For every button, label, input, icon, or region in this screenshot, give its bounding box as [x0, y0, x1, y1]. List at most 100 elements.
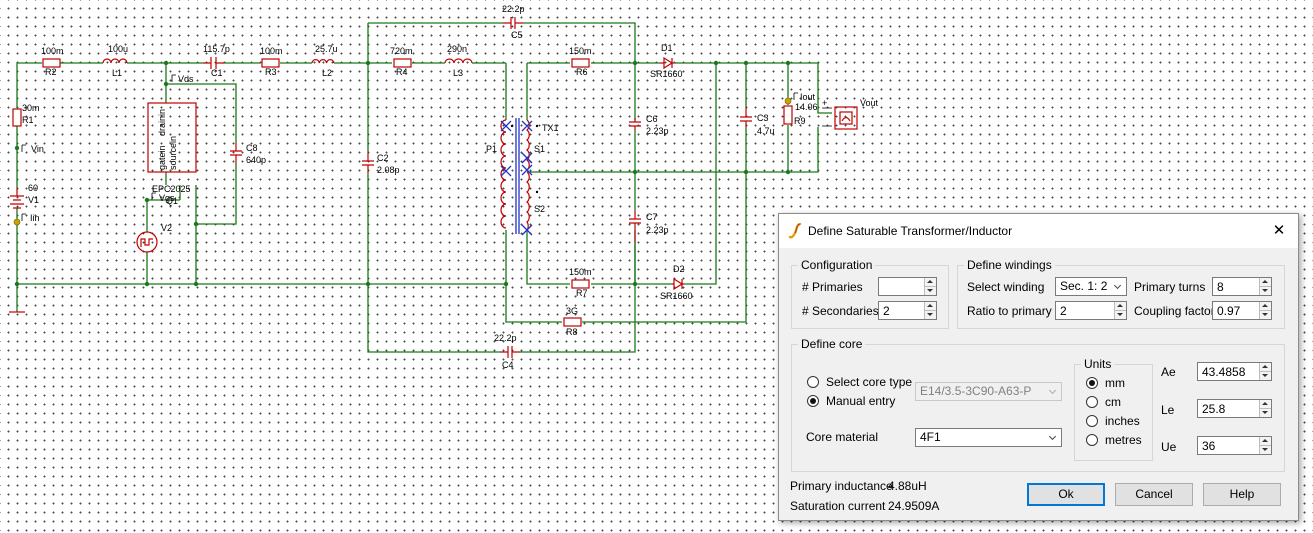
- probe-vgs[interactable]: Vgs: [151, 192, 175, 203]
- close-icon[interactable]: ✕: [1272, 222, 1286, 239]
- le-up-icon[interactable]: [1259, 400, 1271, 409]
- secondaries-down-icon[interactable]: [924, 311, 936, 319]
- chevron-down-icon[interactable]: [1045, 383, 1061, 400]
- dialog-titlebar[interactable]: Define Saturable Transformer/Inductor ✕: [779, 214, 1298, 248]
- core-type-value: E14/3.5-3C90-A63-P: [920, 384, 1032, 398]
- capacitor-c8[interactable]: C8 640p: [230, 143, 266, 165]
- diode-d2[interactable]: D2 SR1660: [660, 264, 693, 301]
- unit-mm-radio[interactable]: [1086, 377, 1098, 389]
- r7-value: 150m: [569, 267, 592, 277]
- primary-turns-up-icon[interactable]: [1259, 278, 1271, 287]
- ue-up-icon[interactable]: [1259, 437, 1271, 446]
- probe-iout[interactable]: Iout 14.06: [784, 92, 818, 112]
- capacitor-c3[interactable]: C3 4.7u: [740, 107, 775, 136]
- primaries-down-icon[interactable]: [924, 287, 936, 295]
- inductor-l3[interactable]: 290n L3: [444, 44, 473, 78]
- coupling-down-icon[interactable]: [1259, 311, 1271, 319]
- manual-entry-radio[interactable]: [807, 395, 819, 407]
- define-windings-group-label: Define windings: [964, 258, 1055, 272]
- secondaries-stepper[interactable]: [878, 301, 937, 320]
- primaries-stepper[interactable]: [878, 277, 937, 296]
- coupling-up-icon[interactable]: [1259, 302, 1271, 311]
- core-type-dropdown[interactable]: E14/3.5-3C90-A63-P: [915, 382, 1062, 401]
- select-core-type-radio[interactable]: [807, 376, 819, 388]
- ratio-up-icon[interactable]: [1114, 302, 1126, 311]
- coupling-factor-stepper[interactable]: [1212, 301, 1272, 320]
- unit-cm-label[interactable]: cm: [1105, 395, 1121, 409]
- inductor-l1[interactable]: 100u L1: [102, 44, 128, 78]
- unit-inches-label[interactable]: inches: [1105, 414, 1140, 428]
- voltage-source-v1[interactable]: 60 V1: [10, 183, 39, 209]
- help-button[interactable]: Help: [1203, 483, 1281, 506]
- primary-turns-input[interactable]: [1214, 279, 1259, 294]
- manual-entry-label[interactable]: Manual entry: [826, 394, 896, 408]
- capacitor-c7[interactable]: C7 2.23p: [629, 210, 669, 242]
- capacitor-c4[interactable]: 22.2p C4: [494, 333, 520, 370]
- pulse-source-v2[interactable]: V2: [136, 223, 172, 253]
- c6-label: C6: [646, 114, 658, 124]
- resistor-r7[interactable]: 150m R7: [569, 267, 592, 298]
- le-input[interactable]: [1199, 401, 1259, 416]
- primary-turns-down-icon[interactable]: [1259, 287, 1271, 295]
- secondaries-up-icon[interactable]: [924, 302, 936, 311]
- diode-d1[interactable]: D1 SR1660: [650, 43, 683, 79]
- ae-down-icon[interactable]: [1259, 372, 1271, 380]
- ratio-input[interactable]: [1057, 303, 1114, 318]
- ue-input[interactable]: [1199, 438, 1259, 453]
- cancel-button[interactable]: Cancel: [1115, 483, 1193, 506]
- ae-stepper[interactable]: [1197, 362, 1272, 381]
- unit-metres-radio[interactable]: [1086, 434, 1098, 446]
- primaries-up-icon[interactable]: [924, 278, 936, 287]
- resistor-r8[interactable]: 3G R8: [563, 306, 582, 337]
- resistor-r1[interactable]: 30m R1: [12, 103, 40, 127]
- primary-inductance-label: Primary inductance: [790, 479, 893, 493]
- c1-label: C1: [211, 68, 223, 78]
- coupling-factor-input[interactable]: [1214, 303, 1259, 318]
- probe-vout[interactable]: + Vout: [822, 98, 879, 130]
- probe-vds[interactable]: Vds: [171, 74, 194, 84]
- ratio-stepper[interactable]: [1055, 301, 1127, 320]
- tx1-s1-label: S1: [534, 144, 545, 154]
- mosfet-q1[interactable]: drainin gatein sourcein EPC2025 Q1: [147, 102, 197, 206]
- resistor-r3[interactable]: 100m R3: [260, 46, 283, 77]
- l3-value: 290n: [447, 44, 467, 54]
- select-winding-dropdown[interactable]: Sec. 1: 2: [1055, 277, 1127, 296]
- capacitor-c5[interactable]: 22.2p C5: [502, 4, 525, 40]
- select-core-type-label[interactable]: Select core type: [826, 375, 913, 389]
- ue-stepper[interactable]: [1197, 436, 1272, 455]
- resistor-r6[interactable]: 150m R6: [569, 46, 592, 77]
- le-label: Le: [1161, 403, 1175, 417]
- probe-iin[interactable]: Iin: [13, 213, 40, 226]
- capacitor-c2[interactable]: C2 2.08p: [362, 153, 400, 175]
- capacitor-c1[interactable]: 115.7p C1: [203, 44, 230, 78]
- l2-value: 25.7u: [315, 44, 338, 54]
- resistor-r2[interactable]: 100m R2: [41, 46, 64, 77]
- ok-button[interactable]: Ok: [1027, 483, 1105, 506]
- primary-turns-stepper[interactable]: [1212, 277, 1272, 296]
- capacitor-c6[interactable]: C6 2.23p: [629, 114, 669, 136]
- resistor-r4[interactable]: 720m R4: [390, 46, 413, 77]
- transformer-tx1[interactable]: P1 S1 S2 TX1: [486, 118, 559, 236]
- ue-down-icon[interactable]: [1259, 446, 1271, 454]
- primaries-input[interactable]: [880, 279, 894, 294]
- ae-up-icon[interactable]: [1259, 363, 1271, 372]
- chevron-down-icon[interactable]: [1045, 429, 1061, 446]
- c2-value: 2.08p: [377, 165, 400, 175]
- saturable-transformer-dialog: Define Saturable Transformer/Inductor ✕ …: [778, 213, 1299, 521]
- unit-metres-label[interactable]: metres: [1105, 433, 1142, 447]
- secondaries-input[interactable]: [880, 303, 924, 318]
- le-stepper[interactable]: [1197, 399, 1272, 418]
- unit-cm-radio[interactable]: [1086, 396, 1098, 408]
- resistor-r9[interactable]: R9: [783, 105, 806, 126]
- unit-mm-label[interactable]: mm: [1105, 376, 1125, 390]
- le-down-icon[interactable]: [1259, 409, 1271, 417]
- probe-vin[interactable]: Vin: [21, 144, 44, 154]
- ae-input[interactable]: [1199, 364, 1259, 379]
- chevron-down-icon[interactable]: [1110, 278, 1126, 295]
- inductor-l2[interactable]: 25.7u L2: [311, 44, 338, 78]
- r1-value: 30m: [22, 103, 40, 113]
- ratio-down-icon[interactable]: [1114, 311, 1126, 319]
- core-material-dropdown[interactable]: 4F1: [915, 428, 1062, 447]
- unit-inches-radio[interactable]: [1086, 415, 1098, 427]
